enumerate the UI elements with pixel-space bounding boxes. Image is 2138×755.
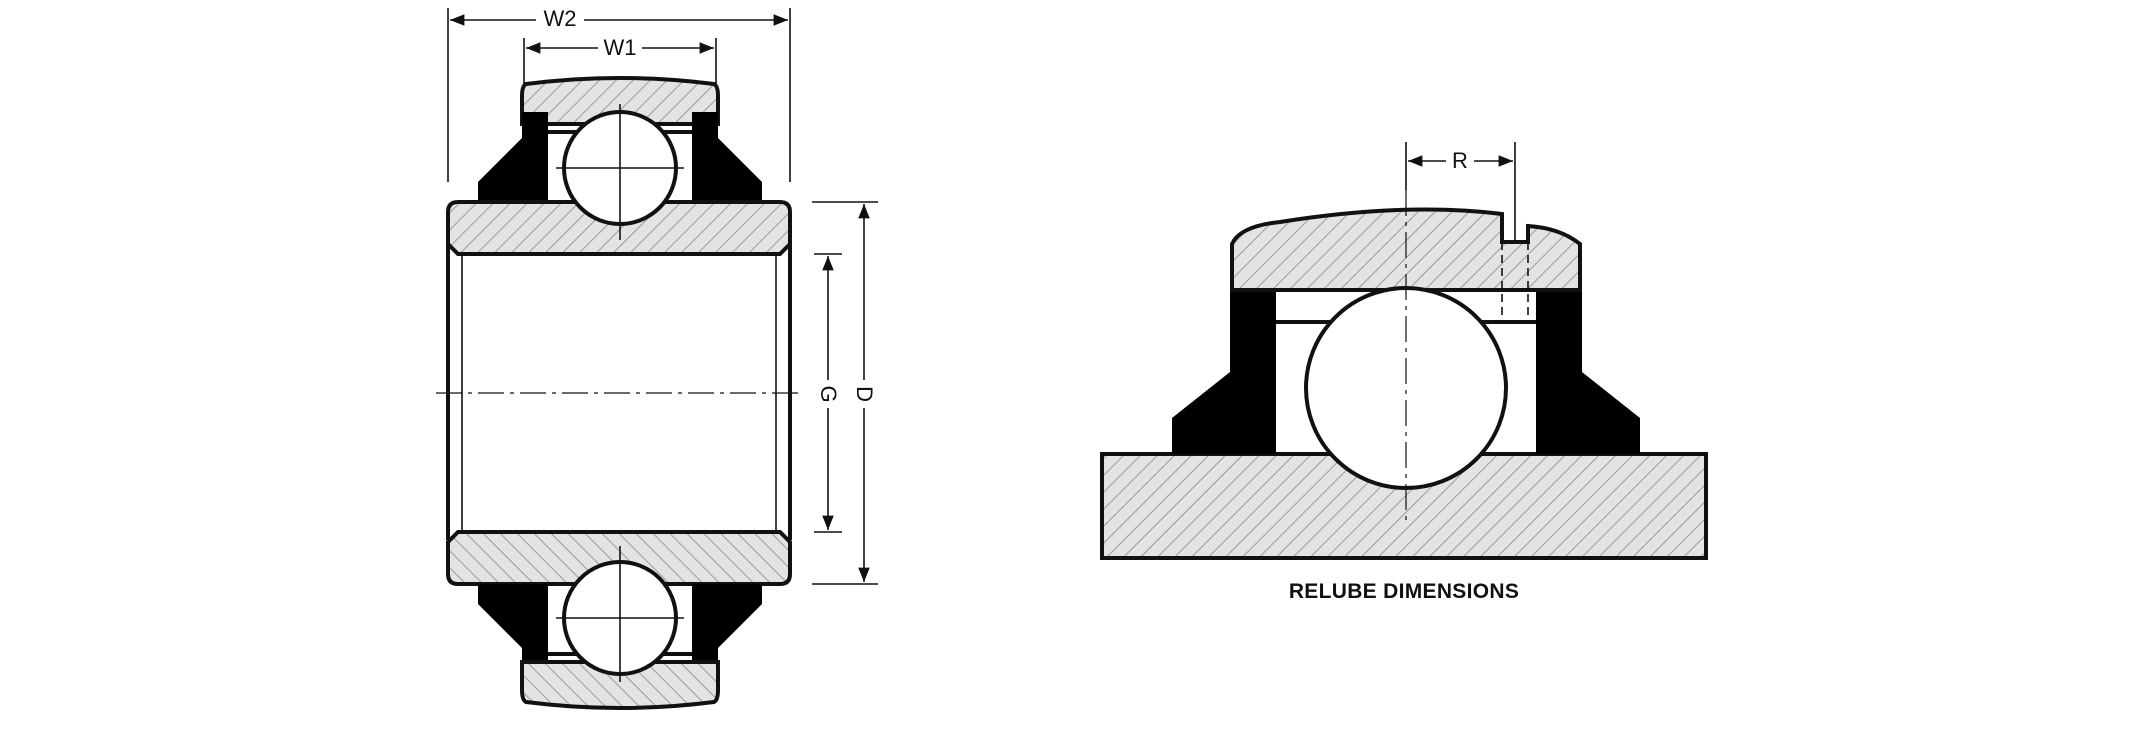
g-label: G (816, 385, 841, 402)
seal-top-left (478, 112, 548, 205)
inner-ring-top (446, 200, 792, 256)
g-label-bg (815, 380, 841, 408)
relube-caption: RELUBE DIMENSIONS (1289, 580, 1519, 603)
w2-label-bg (536, 4, 584, 32)
outer-ring-top (520, 76, 720, 126)
r-label-bg (1446, 146, 1474, 174)
relube-section: R RELUBE DIMENSIONS (1100, 142, 1708, 603)
relube-seal-left (1172, 290, 1276, 454)
seal-bottom-left (478, 584, 548, 674)
d-label: D (852, 386, 877, 402)
outer-ring-bottom (520, 660, 720, 710)
seal-top-right (692, 112, 762, 205)
seal-bottom-right (692, 584, 762, 674)
w2-label: W2 (544, 6, 577, 31)
d-label-bg (851, 380, 877, 408)
w1-label-bg (598, 33, 642, 61)
relube-seal-right (1536, 290, 1640, 454)
inner-ring-bottom (446, 530, 792, 586)
bearing-cross-section: W2 W1 (436, 4, 878, 710)
w1-label: W1 (604, 35, 637, 60)
r-label: R (1452, 148, 1468, 173)
